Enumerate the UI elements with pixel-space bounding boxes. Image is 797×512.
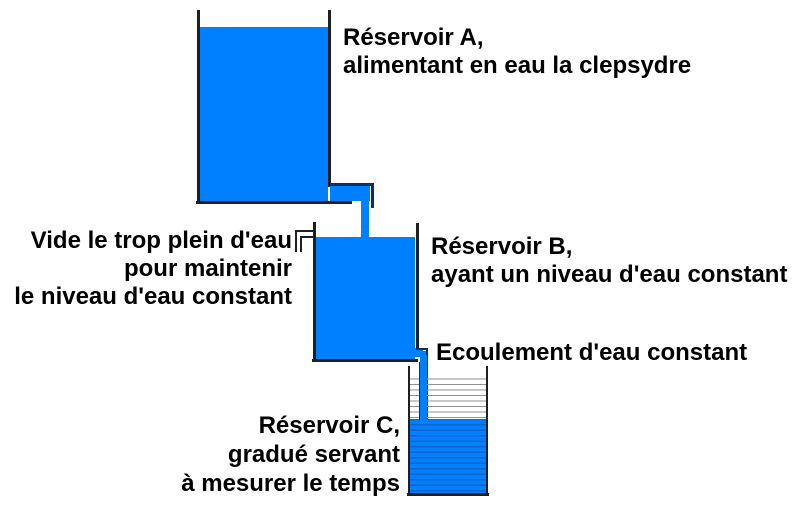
reservoir-a-bottom-wall bbox=[196, 200, 331, 204]
label-reservoir-b-line1: Réservoir B, bbox=[431, 233, 573, 260]
reservoir-c-left-wall bbox=[407, 366, 410, 494]
pipe-a-stream bbox=[360, 190, 369, 237]
label-reservoir-b: Réservoir B, ayant un niveau d'eau const… bbox=[431, 233, 787, 289]
label-reservoir-a-line2: alimentant en eau la clepsydre bbox=[343, 52, 692, 79]
reservoir-a-right-wall bbox=[328, 10, 331, 187]
label-overflow-line3: le niveau d'eau constant bbox=[14, 283, 292, 310]
label-overflow-line2: pour maintenir bbox=[123, 255, 292, 282]
reservoir-a-water bbox=[199, 27, 328, 201]
reservoir-c-right-wall bbox=[485, 366, 488, 494]
overflow-spout-outer bbox=[294, 229, 316, 252]
label-reservoir-a: Réservoir A, alimentant en eau la clepsy… bbox=[343, 24, 691, 80]
label-reservoir-c-line2: gradué servant bbox=[227, 441, 400, 468]
reservoir-c-bottom-wall bbox=[407, 493, 489, 496]
label-flow-line1: Ecoulement d'eau constant bbox=[436, 339, 748, 366]
tube-into-c-left-edge bbox=[418, 362, 421, 420]
label-reservoir-c-line3: à mesurer le temps bbox=[181, 470, 400, 497]
reservoir-b-water bbox=[314, 237, 415, 359]
label-reservoir-a-line1: Réservoir A, bbox=[343, 24, 484, 51]
reservoir-b-left-wall bbox=[313, 222, 316, 360]
reservoir-c-water bbox=[409, 418, 486, 495]
label-reservoir-b-line2: ayant un niveau d'eau constant bbox=[431, 261, 788, 288]
reservoir-a-left-wall bbox=[197, 10, 200, 202]
pipe-a-outline bbox=[330, 183, 374, 208]
reservoir-b-right-wall bbox=[415, 223, 419, 348]
label-reservoir-c-line1: Réservoir C, bbox=[258, 412, 400, 439]
pipe-a-horizontal bbox=[330, 186, 370, 201]
label-reservoir-c: Réservoir C, gradué servant à mesurer le… bbox=[100, 411, 400, 498]
pipe-a-bottom-edge bbox=[330, 200, 352, 204]
label-overflow-line1: Vide le trop plein d'eau bbox=[30, 227, 292, 254]
reservoir-b-bottom-wall bbox=[312, 358, 418, 362]
label-overflow: Vide le trop plein d'eau pour maintenir … bbox=[0, 227, 292, 311]
label-flow: Ecoulement d'eau constant bbox=[436, 339, 747, 367]
outlet-b-step1 bbox=[413, 348, 423, 357]
tube-into-c bbox=[420, 355, 427, 420]
overflow-spout-inner bbox=[300, 236, 316, 252]
